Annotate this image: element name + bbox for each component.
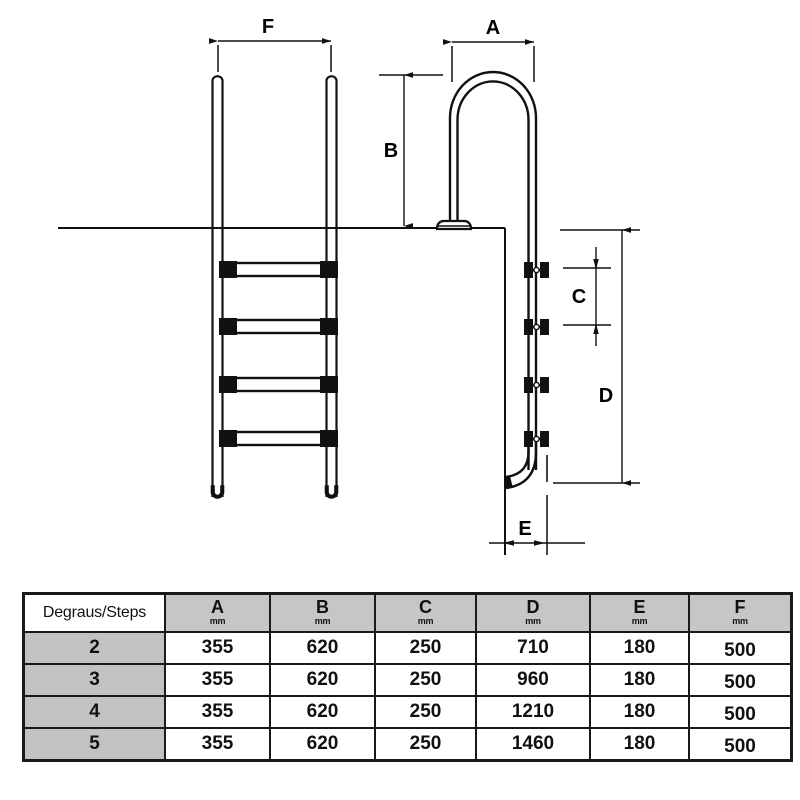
front-left-rail xyxy=(210,75,225,499)
table-header-row: Degraus/Steps A mm B mm C mm D xyxy=(22,592,793,633)
cell-F: 500 xyxy=(688,663,793,697)
column-header-E-letter: E xyxy=(633,597,646,617)
dimensions-table-wrapper: Degraus/Steps A mm B mm C mm D xyxy=(22,592,793,762)
column-header-D-unit: mm xyxy=(525,616,541,626)
cell-A: 355 xyxy=(164,727,271,762)
cell-steps: 3 xyxy=(22,663,166,697)
cell-B: 620 xyxy=(269,695,376,729)
cell-B: 620 xyxy=(269,727,376,762)
dimension-label-F: F xyxy=(262,16,274,38)
cell-D: 1460 xyxy=(475,727,591,762)
dimension-D: D xyxy=(553,227,640,486)
table-row: 2 355 620 250 710 180 500 xyxy=(22,631,793,665)
front-steps-group xyxy=(219,261,338,447)
cell-D: 710 xyxy=(475,631,591,665)
front-step-4 xyxy=(219,430,338,447)
cell-B: 620 xyxy=(269,631,376,665)
side-bracket-4 xyxy=(524,431,549,447)
column-header-B: B mm xyxy=(269,592,376,633)
column-header-D-letter: D xyxy=(526,597,540,617)
side-step-brackets xyxy=(524,262,549,447)
drawing-canvas: F xyxy=(58,16,640,555)
cell-A: 355 xyxy=(164,695,271,729)
cell-steps: 5 xyxy=(22,727,166,762)
column-header-D: D mm xyxy=(475,592,591,633)
column-header-B-unit: mm xyxy=(314,616,331,626)
table-body: 2 355 620 250 710 180 500 3 355 620 250 … xyxy=(22,631,793,762)
table-header: Degraus/Steps A mm B mm C mm D xyxy=(22,592,793,633)
cell-E: 180 xyxy=(589,663,690,697)
column-header-A: A mm xyxy=(164,592,271,633)
cell-D: 1210 xyxy=(475,695,591,729)
cell-B: 620 xyxy=(269,663,376,697)
column-header-B-letter: B xyxy=(316,597,329,617)
cell-E: 180 xyxy=(589,727,690,762)
cell-F: 500 xyxy=(688,695,793,729)
column-header-C-letter: C xyxy=(419,597,432,617)
cell-D: 960 xyxy=(475,663,591,697)
side-rail-lower-curve xyxy=(505,440,538,490)
side-bracket-2 xyxy=(524,319,549,335)
table-row: 5 355 620 250 1460 180 500 xyxy=(22,727,793,762)
column-header-A-letter: A xyxy=(211,597,224,617)
cell-C: 250 xyxy=(374,695,477,729)
front-step-3 xyxy=(219,376,338,393)
column-header-E: E mm xyxy=(589,592,690,633)
dimension-label-C: C xyxy=(572,286,586,308)
cell-E: 180 xyxy=(589,695,690,729)
handrail-tube xyxy=(448,70,538,470)
cell-steps: 2 xyxy=(22,631,166,665)
column-header-E-unit: mm xyxy=(631,616,648,626)
column-header-C: C mm xyxy=(374,592,477,633)
cell-A: 355 xyxy=(164,663,271,697)
front-step-2 xyxy=(219,318,338,335)
cell-C: 250 xyxy=(374,663,477,697)
column-header-A-unit: mm xyxy=(209,616,226,626)
front-step-1 xyxy=(219,261,338,278)
column-header-C-unit: mm xyxy=(417,616,434,626)
dimension-label-B: B xyxy=(384,140,398,162)
dimension-label-E: E xyxy=(518,518,531,540)
column-header-steps: Degraus/Steps xyxy=(22,592,166,633)
table-row: 4 355 620 250 1210 180 500 xyxy=(22,695,793,729)
side-bracket-1 xyxy=(524,262,549,278)
table-row: 3 355 620 250 960 180 500 xyxy=(22,663,793,697)
cell-F: 500 xyxy=(688,727,793,762)
cell-steps: 4 xyxy=(22,695,166,729)
dimensions-table: Degraus/Steps A mm B mm C mm D xyxy=(22,592,793,762)
cell-C: 250 xyxy=(374,631,477,665)
side-view-ladder xyxy=(435,70,549,490)
side-bracket-3 xyxy=(524,377,549,393)
cell-C: 250 xyxy=(374,727,477,762)
front-right-rail xyxy=(324,75,339,499)
cell-E: 180 xyxy=(589,631,690,665)
anchor-base-flange xyxy=(435,219,473,231)
technical-drawing: F xyxy=(58,16,640,555)
dimension-F: F xyxy=(209,16,332,72)
dimension-E: E xyxy=(489,495,585,555)
dimension-A: A xyxy=(443,17,535,82)
cell-F: 500 xyxy=(688,631,793,665)
column-header-F: F mm xyxy=(688,592,793,633)
column-header-F-letter: F xyxy=(734,597,746,617)
dimension-C: C xyxy=(563,247,611,346)
cell-A: 355 xyxy=(164,631,271,665)
column-header-F-unit: mm xyxy=(732,616,748,626)
dimension-label-A: A xyxy=(486,17,500,39)
dimension-label-D: D xyxy=(599,385,613,407)
front-view-ladder: F xyxy=(209,16,339,499)
dimension-B: B xyxy=(379,72,443,229)
